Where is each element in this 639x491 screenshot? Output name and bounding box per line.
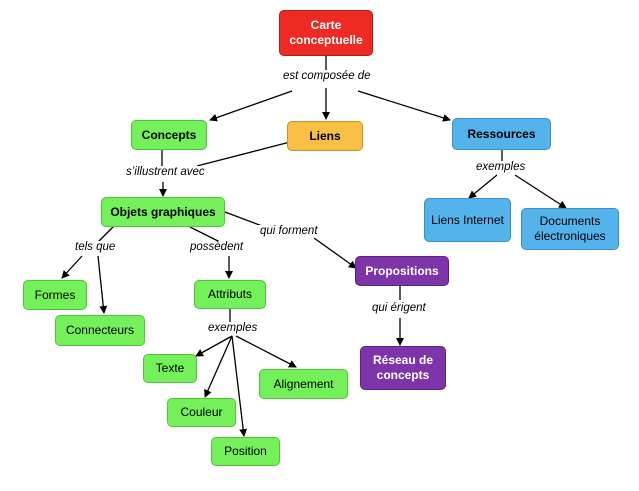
node-formes-text: Formes (34, 287, 76, 302)
node-formes[interactable]: Formes (23, 280, 87, 310)
node-ressources-text: Ressources (467, 126, 536, 141)
node-attributs[interactable]: Attributs (194, 280, 266, 309)
edge-exemples-documents (514, 174, 567, 209)
node-liens-internet-text: Liens Internet (431, 212, 504, 227)
edge-objets-telsque (97, 224, 116, 243)
node-couleur[interactable]: Couleur (167, 398, 236, 427)
node-alignement[interactable]: Alignement (259, 369, 348, 399)
link-label-s-illustrent-avec: s’illustrent avec (124, 166, 207, 178)
node-liens-internet[interactable]: Liens Internet (424, 198, 511, 242)
node-liens-text: Liens (309, 128, 341, 143)
edge-objets-quiforment (224, 211, 263, 227)
node-connecteurs-text: Connecteurs (65, 323, 135, 337)
node-ressources[interactable]: Ressources (452, 118, 551, 150)
edge-quiforment-propositions (313, 237, 357, 269)
edge-exemples-position (231, 335, 248, 437)
edge-exemples-texte (195, 335, 233, 357)
node-propositions-text: Propositions (365, 263, 439, 278)
edge-liens-label (196, 141, 291, 167)
node-propositions[interactable]: Propositions (355, 256, 449, 286)
node-liens[interactable]: Liens (287, 121, 363, 151)
node-alignement-text: Alignement (273, 376, 334, 391)
link-label-exemples-attributs: exemples (206, 322, 260, 334)
link-label-est-composee-de: est composée de (281, 70, 373, 82)
node-documents-electroniques-text: Documents électroniques (534, 214, 606, 243)
node-concepts[interactable]: Concepts (131, 120, 207, 150)
node-couleur-text: Couleur (180, 405, 223, 419)
link-label-tels-que: tels que (73, 241, 118, 253)
node-texte[interactable]: Texte (143, 354, 197, 383)
node-reseau-de-concepts-text: Réseau de concepts (372, 353, 434, 382)
node-attributs-text: Attributs (207, 287, 252, 301)
edge-objets-possedent (189, 226, 221, 243)
edge-label-ressources (357, 90, 451, 122)
edge-exemples-couleur (204, 335, 233, 398)
edge-telsque-formes (61, 255, 83, 279)
node-position-text: Position (224, 444, 267, 458)
edge-exemples-liensinternet (468, 174, 498, 199)
link-label-possedent: possèdent (188, 241, 246, 253)
link-label-exemples-ressources: exemples (474, 161, 528, 173)
node-texte-text: Texte (155, 361, 185, 375)
edge-exemples-alignement (235, 335, 297, 368)
edge-label-concepts (209, 90, 293, 122)
edge-telsque-connecteurs (97, 255, 108, 314)
node-objets-graphiques[interactable]: Objets graphiques (101, 197, 225, 227)
node-objets-graphiques-text: Objets graphiques (110, 204, 216, 219)
node-concepts-text: Concepts (141, 127, 197, 142)
node-documents-electroniques[interactable]: Documents électroniques (521, 208, 619, 250)
node-carte-conceptuelle-text: Carte conceptuelle (289, 18, 363, 47)
link-label-qui-erigent: qui érigent (370, 302, 428, 314)
link-label-qui-forment: qui forment (258, 225, 320, 237)
node-carte-conceptuelle[interactable]: Carte conceptuelle (279, 10, 373, 56)
node-reseau-de-concepts[interactable]: Réseau de concepts (360, 346, 446, 390)
node-position[interactable]: Position (211, 437, 280, 466)
node-connecteurs[interactable]: Connecteurs (55, 315, 145, 346)
